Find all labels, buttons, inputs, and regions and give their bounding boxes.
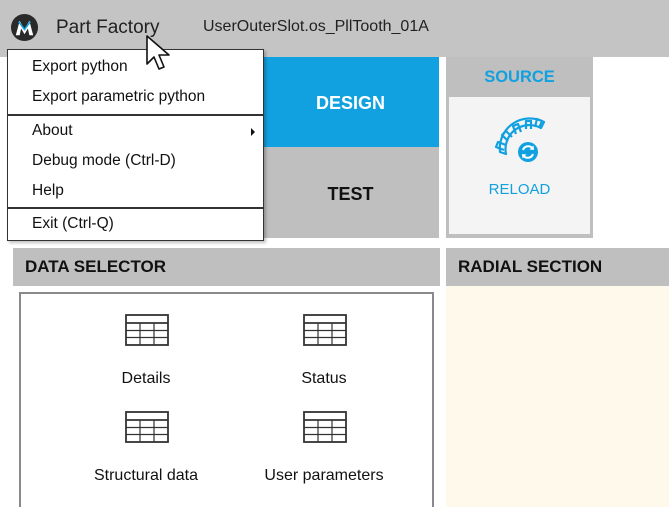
menu-item-label: Exit (Ctrl-Q)	[32, 215, 114, 232]
file-title: UserOuterSlot.os_PllTooth_01A	[203, 18, 429, 35]
data-selector-panel: Details Status Structural data	[19, 292, 434, 507]
table-icon	[303, 411, 347, 443]
tab-design[interactable]: DESIGN	[262, 57, 439, 147]
menu-item-label: Help	[32, 182, 64, 199]
menu-item-export-python[interactable]: Export python	[8, 52, 263, 82]
menu-item-exit[interactable]: Exit (Ctrl-Q)	[8, 209, 263, 239]
menu-item-help[interactable]: Help	[8, 176, 263, 206]
source-header: SOURCE	[484, 68, 555, 86]
menu-item-label: About	[32, 122, 73, 139]
menu-item-label: Debug mode (Ctrl-D)	[32, 152, 176, 169]
data-item-status[interactable]: Status	[229, 314, 419, 406]
app-dropdown-menu: Export python Export parametric python A…	[7, 49, 264, 241]
mouse-pointer-icon	[146, 35, 170, 70]
data-item-structural-data[interactable]: Structural data	[51, 411, 241, 503]
data-item-details[interactable]: Details	[51, 314, 241, 406]
data-item-user-parameters[interactable]: User parameters	[229, 411, 419, 503]
app-menu-button[interactable]: Part Factory	[56, 17, 160, 38]
submenu-arrow-icon	[251, 128, 255, 136]
menu-separator	[8, 114, 263, 116]
data-item-label: Details	[121, 370, 171, 387]
app-logo-icon[interactable]	[10, 13, 39, 42]
data-item-label: User parameters	[264, 467, 384, 484]
tab-test[interactable]: TEST	[262, 147, 439, 238]
menu-item-about[interactable]: About	[8, 116, 263, 146]
table-icon	[303, 314, 347, 346]
reload-slot-icon	[494, 117, 546, 162]
table-icon	[125, 314, 169, 346]
menu-item-debug-mode[interactable]: Debug mode (Ctrl-D)	[8, 146, 263, 176]
menu-separator	[8, 207, 263, 209]
data-item-label: Structural data	[93, 467, 199, 484]
menu-item-label: Export parametric python	[32, 88, 206, 105]
source-panel: SOURCE RELOAD	[446, 57, 593, 238]
radial-section-canvas[interactable]	[446, 286, 669, 507]
radial-section-header: RADIAL SECTION	[446, 248, 669, 286]
reload-label: RELOAD	[488, 181, 551, 198]
menu-item-label: Export python	[32, 58, 128, 75]
menu-item-export-parametric-python[interactable]: Export parametric python	[8, 82, 263, 112]
data-item-label: Status	[301, 370, 347, 387]
reload-button[interactable]: RELOAD	[449, 97, 590, 234]
table-icon	[125, 411, 169, 443]
data-selector-header: DATA SELECTOR	[13, 248, 440, 286]
title-bar: Part Factory UserOuterSlot.os_PllTooth_0…	[0, 0, 669, 57]
